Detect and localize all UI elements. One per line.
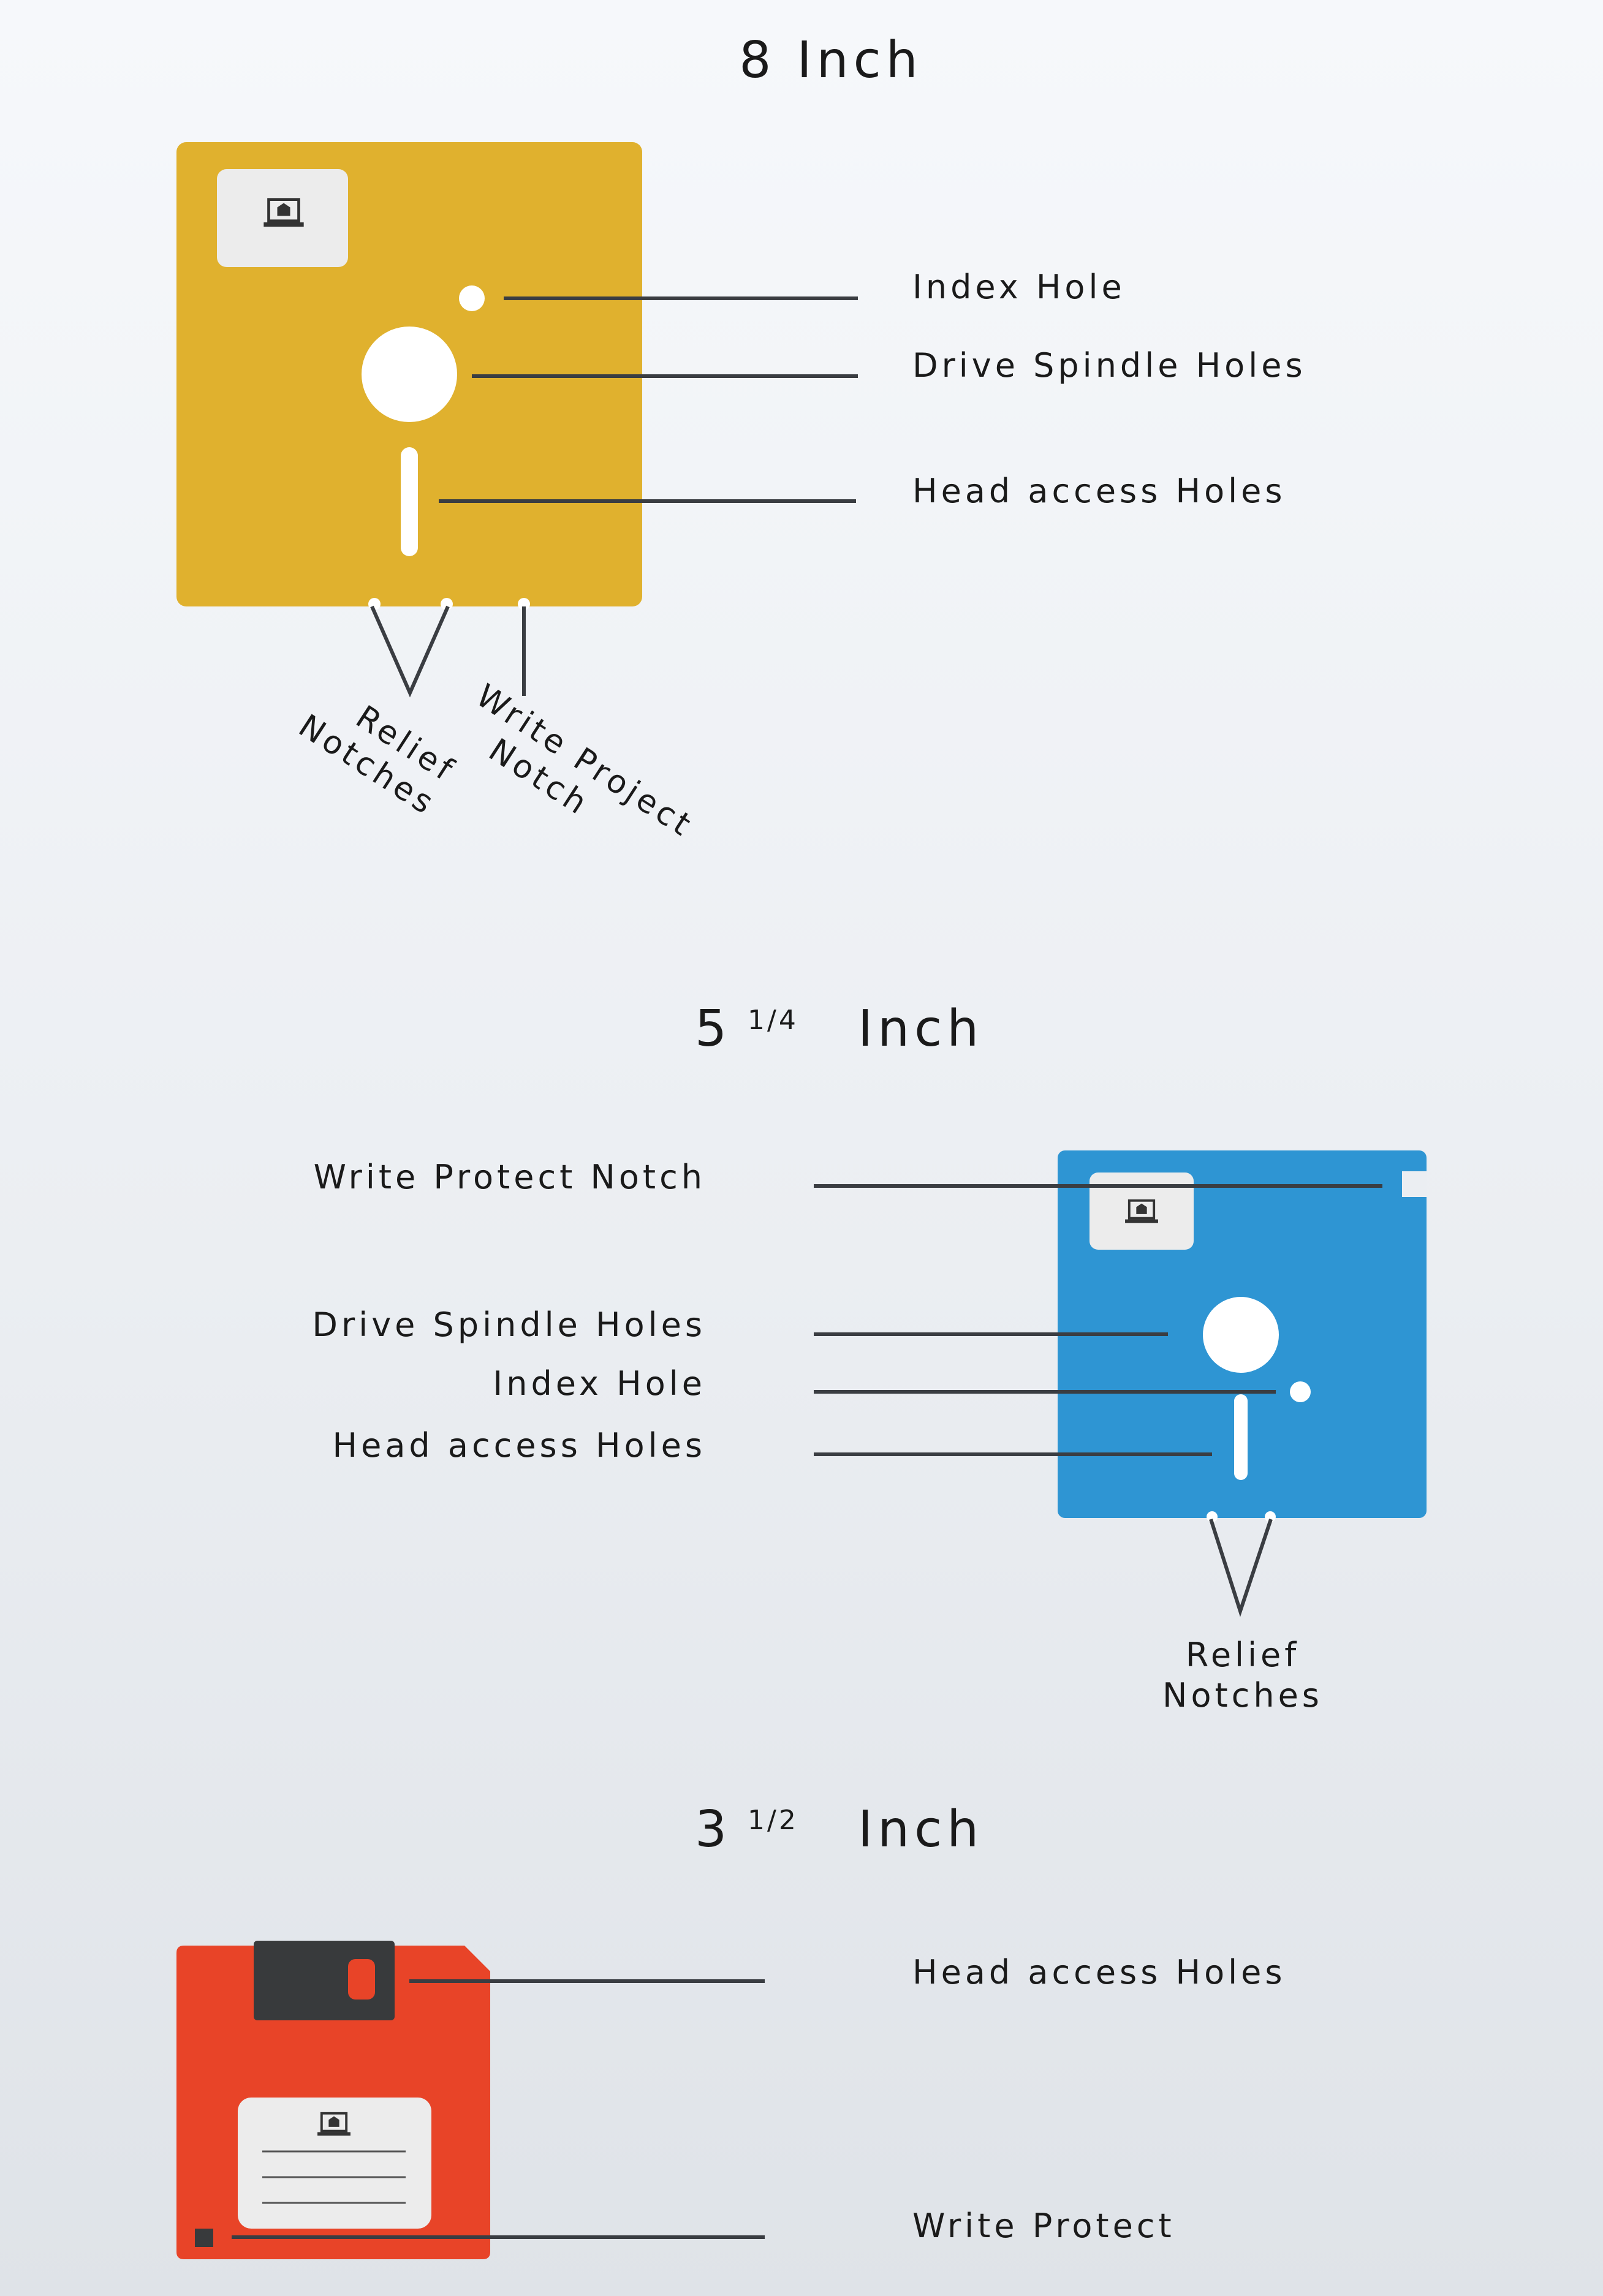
title-8-inch: 8 Inch bbox=[739, 31, 922, 89]
section-5-quarter-inch: 5 1/4 Inch Write Protect Notch Drive Spi… bbox=[312, 983, 1427, 1715]
relief-leader bbox=[1209, 1519, 1273, 1617]
relief-notches-caption: Relief Notches bbox=[292, 699, 463, 823]
label-write-protect-notch: Write Protect Notch bbox=[314, 1158, 706, 1196]
label-index-hole: Index Hole bbox=[912, 268, 1126, 306]
write-protect-notch-cutout bbox=[1402, 1171, 1427, 1197]
relief-notch bbox=[1265, 1511, 1276, 1522]
drive-spindle-hole bbox=[362, 327, 457, 422]
label-head-access-holes: Head access Holes bbox=[912, 472, 1286, 510]
label-notches: Notches bbox=[1162, 1676, 1323, 1715]
disk-3-inch-label bbox=[238, 2098, 431, 2229]
write-protect-tab bbox=[195, 2229, 213, 2247]
write-notch-caption: Write Project Notch bbox=[469, 678, 700, 845]
head-access-hole bbox=[401, 447, 418, 556]
label-index-hole: Index Hole bbox=[493, 1364, 706, 1403]
title-unit: Inch bbox=[858, 1800, 983, 1859]
relief-leader bbox=[370, 605, 450, 698]
label-head-access-holes: Head access Holes bbox=[333, 1426, 707, 1465]
section-3-half-inch: 3 1/2 Inch Head access Holes Write Prote… bbox=[176, 1783, 1286, 2259]
title-fraction: 1/2 bbox=[748, 1805, 798, 1836]
disk-8-inch-label bbox=[217, 169, 348, 267]
laptop-icon bbox=[1124, 1199, 1159, 1225]
label-head-access-holes: Head access Holes bbox=[912, 1953, 1286, 1992]
label-relief: Relief bbox=[1186, 1636, 1300, 1674]
title-number: 3 bbox=[695, 1800, 727, 1859]
laptop-icon bbox=[263, 200, 303, 227]
write-protect-notch bbox=[518, 598, 530, 610]
title-fraction: 1/4 bbox=[748, 1005, 798, 1036]
laptop-icon bbox=[316, 2112, 352, 2137]
label-drive-spindle-holes: Drive Spindle Holes bbox=[312, 1305, 706, 1344]
label-drive-spindle-holes: Drive Spindle Holes bbox=[912, 346, 1306, 385]
drive-spindle-hole bbox=[1203, 1297, 1279, 1373]
head-access-hole bbox=[1234, 1394, 1248, 1480]
title-5-quarter-inch: 5 1/4 Inch bbox=[695, 983, 983, 1058]
index-hole bbox=[1290, 1381, 1311, 1402]
title-unit: Inch bbox=[858, 1000, 983, 1058]
head-access-window bbox=[348, 1959, 375, 2000]
title-number: 5 bbox=[695, 1000, 727, 1058]
label-write-protect: Write Protect bbox=[912, 2207, 1175, 2245]
index-hole bbox=[459, 285, 485, 311]
relief-notch bbox=[1207, 1511, 1218, 1522]
relief-notch bbox=[441, 598, 453, 610]
title-3-half-inch: 3 1/2 Inch bbox=[695, 1783, 983, 1859]
section-8-inch: 8 Inch Index Hole Drive Spindle Holes He… bbox=[176, 31, 1306, 845]
